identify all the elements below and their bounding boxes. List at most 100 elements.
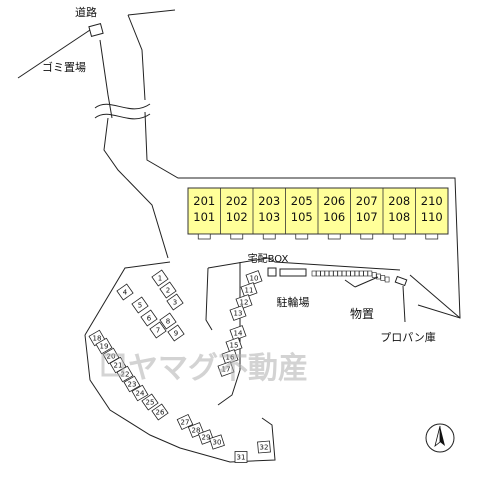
parking-slot-number: 4: [123, 289, 128, 297]
building-front-line: [267, 257, 401, 271]
unit-entrance: [360, 233, 374, 240]
propane-label: プロパン庫: [380, 330, 436, 344]
parking-slot-outline: [221, 349, 239, 365]
parking-slot: 4: [116, 283, 134, 301]
unit-upper-number: 208: [388, 194, 410, 208]
parking-slot: 26: [151, 403, 169, 421]
parking-slot-number: 11: [245, 287, 254, 295]
parking-slot-number: 25: [146, 399, 155, 407]
parking-slot-number: 21: [114, 362, 123, 370]
storage-shed: [380, 275, 386, 281]
parking-slot: 7: [149, 321, 167, 339]
unit-upper-number: 207: [356, 194, 378, 208]
unit-entrance: [392, 233, 406, 240]
parking-slot-outline: [151, 403, 169, 421]
parking-slot: 24: [131, 384, 149, 402]
parking-slot-number: 18: [93, 335, 102, 343]
parking-slot-outline: [257, 440, 271, 454]
parking-slot-number: 10: [250, 275, 259, 283]
parking-slot: 16: [221, 349, 239, 365]
storage-shed: [346, 270, 351, 277]
unit-lower-number: 105: [291, 210, 313, 224]
parking-slot-number: 3: [173, 299, 177, 307]
parking-slot-outline: [159, 312, 177, 330]
road-label: 道路: [75, 5, 97, 19]
storage-leader: [344, 276, 379, 288]
parking-slot-outline: [209, 434, 225, 450]
garbage-label: ゴミ置場: [42, 60, 86, 74]
storage-shed: [324, 270, 330, 277]
parking-slot-outline: [167, 324, 185, 342]
parking-slot-number: 27: [181, 419, 190, 427]
parking-slot-number: 13: [234, 310, 243, 318]
parking-slot: 23: [123, 375, 141, 393]
unit-lower-number: 108: [388, 210, 410, 224]
storage-shed: [376, 273, 381, 280]
unit-upper-number: 205: [291, 194, 313, 208]
storage-shed: [333, 270, 338, 277]
inner-boundary: [207, 257, 269, 269]
parking-slot-outline: [229, 325, 247, 341]
parking-slot-outline: [245, 270, 263, 286]
parking-slot-outline: [141, 393, 159, 411]
storage-shed: [367, 270, 373, 277]
delivery-box-label: 宅配BOX: [248, 252, 289, 265]
parking-slot: 29: [197, 429, 215, 445]
storage-sheds: [311, 270, 390, 283]
storage-label: 物置: [350, 307, 374, 321]
parking-slot: 17: [217, 361, 235, 377]
lot-right-boundary: [144, 111, 461, 319]
unit-lower-number: 106: [323, 210, 345, 224]
parking-slot-outline: [151, 269, 169, 287]
storage-shed: [358, 270, 364, 277]
parking-slot-outline: [131, 296, 149, 314]
parking-slot-outline: [159, 281, 177, 299]
parking-slot: 15: [225, 337, 243, 353]
parking-slot-number: 7: [156, 327, 160, 335]
unit-upper-number: 201: [193, 194, 215, 208]
parking-slot-outline: [140, 309, 158, 327]
unit-entrance: [197, 233, 211, 240]
road-right-edge: [127, 14, 146, 101]
garbage-station: [88, 23, 104, 37]
parking-slot-number: 26: [156, 409, 165, 417]
unit-entrance: [327, 233, 341, 240]
parking-slot-outline: [149, 321, 167, 339]
watermark: ヤマグ不動産: [101, 351, 308, 386]
parking-slot: 9: [167, 324, 185, 342]
parking-slot: 25: [141, 393, 159, 411]
parking-slot-number: 8: [166, 318, 170, 326]
parking-slot-number: 24: [136, 390, 145, 398]
parking-slot-outline: [225, 337, 243, 353]
parking-slot-number: 5: [138, 302, 142, 310]
propane-edge: [409, 274, 461, 319]
parking-slot-number: 31: [237, 454, 246, 462]
break-line-bottom: [94, 113, 151, 120]
parking-slot-number: 19: [100, 343, 109, 351]
watermark-logo: [101, 353, 125, 377]
propane-box: [394, 275, 408, 287]
parking-slot-number: 6: [147, 315, 152, 323]
parking-slot-number: 23: [128, 381, 137, 389]
parking-slot-outline: [166, 293, 184, 311]
parking-slot: 14: [229, 325, 247, 341]
parking-slot: 1: [151, 269, 169, 287]
middle-divider: [205, 267, 213, 331]
bicycle-parking: [279, 268, 307, 277]
parking-slot-number: 12: [240, 299, 249, 307]
watermark-text: ヤマグ不動産: [128, 351, 308, 386]
unit-upper-number: 206: [323, 194, 345, 208]
unit-entrance: [230, 233, 244, 240]
lot-bottom-boundary: [84, 334, 276, 463]
unit-lower-number: 102: [226, 210, 248, 224]
parking-slot-number: 30: [213, 439, 222, 447]
unit-upper-number: 202: [226, 194, 248, 208]
parking-slot-number: 17: [222, 366, 231, 374]
parking-slot: 30: [209, 434, 225, 450]
parking-slot-number: 32: [260, 444, 269, 452]
parking-slot-outline: [197, 429, 215, 445]
parking-slot-number: 16: [226, 354, 235, 362]
